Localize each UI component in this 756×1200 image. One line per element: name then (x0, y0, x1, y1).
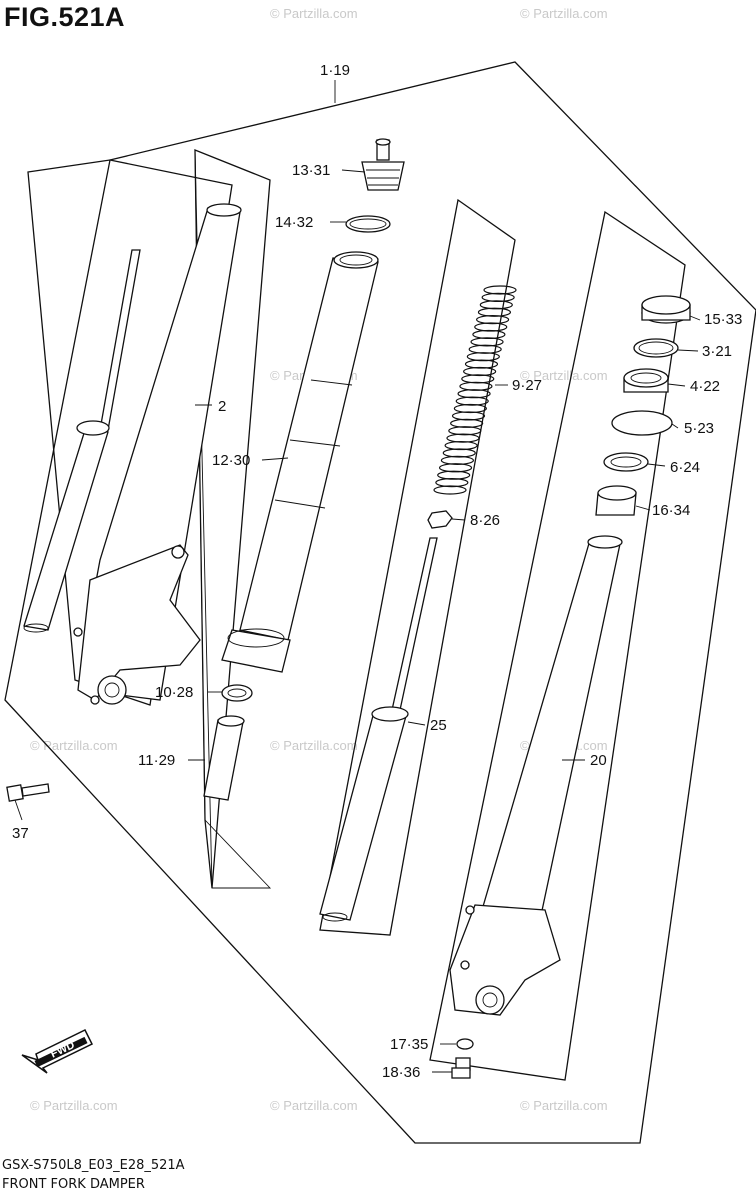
callout-1-19: 1·19 (320, 62, 350, 79)
callout-25: 25 (430, 717, 447, 734)
assembly-outline (4, 61, 756, 1144)
figure-code: GSX-S750L8_E03_E28_521A (2, 1158, 185, 1173)
callout-37: 37 (12, 825, 29, 842)
spring-coil (483, 285, 517, 295)
spring-coil (444, 440, 478, 451)
callout-10-28: 10·28 (155, 684, 193, 701)
part-11-bushing-tube (203, 715, 245, 801)
spring-coil (433, 485, 467, 495)
watermark-text: © Partzilla.com (520, 1098, 608, 1113)
callout-16-34: 16·34 (652, 502, 690, 519)
callout-17-35: 17·35 (390, 1036, 428, 1053)
spring-coil (470, 337, 504, 347)
left-leg-rod (23, 249, 141, 633)
spring-coil (450, 418, 484, 428)
watermark-text: © Partzilla.com (30, 738, 118, 753)
callout-20: 20 (590, 752, 607, 769)
part-13-top-cap (361, 138, 405, 191)
spring-coil (455, 396, 489, 406)
figure-title: FIG.521A (4, 2, 126, 32)
spring-coil (446, 433, 480, 443)
part-37-bolt (6, 783, 50, 802)
callout-13-31: 13·31 (292, 162, 330, 179)
part-25-rod-tube (319, 537, 438, 922)
spring-coil (442, 448, 476, 458)
part-10-washer (221, 684, 253, 702)
part-5-clip (611, 410, 673, 436)
part-16-bushing (595, 485, 637, 516)
leader-lines (14, 80, 701, 1073)
spring-coil (477, 307, 512, 317)
right-leg-outline (429, 210, 686, 1081)
callout-15-33: 15·33 (704, 311, 742, 328)
damper-cartridge-outline-edge (194, 149, 272, 889)
spring-coil (453, 403, 487, 414)
callout-8-26: 8·26 (470, 512, 500, 529)
callout-11-29: 11·29 (138, 752, 175, 769)
spring-coil (448, 426, 482, 436)
watermark-text: © Partzilla.com (30, 1098, 118, 1113)
part-2-outer-tube-left (73, 203, 242, 705)
spring-coil (459, 381, 493, 391)
callout-18-36: 18·36 (382, 1064, 420, 1081)
spring-coil (479, 300, 513, 310)
watermark-text: © Partzilla.com (270, 738, 358, 753)
watermark-text: © Partzilla.com (270, 6, 358, 21)
spring-coil (437, 470, 471, 480)
watermark-text: © Partzilla.com (520, 6, 608, 21)
spring-coil (468, 344, 502, 354)
part-14-o-ring (345, 215, 391, 233)
spring-coil (474, 322, 508, 332)
part-12-damper-tube (221, 251, 379, 673)
part-18-bolt (451, 1057, 471, 1079)
figure-name: FRONT FORK DAMPER (2, 1177, 145, 1192)
callout-3-21: 3·21 (702, 343, 732, 360)
callout-4-22: 4·22 (690, 378, 720, 395)
part-9-spring (433, 285, 517, 495)
callout-5-23: 5·23 (684, 420, 714, 437)
callout-2: 2 (218, 398, 226, 415)
spring-coil (475, 315, 510, 325)
callout-14-32: 14·32 (275, 214, 313, 231)
spring-coil (481, 292, 515, 303)
callout-6-24: 6·24 (670, 459, 700, 476)
callout-12-30: 12·30 (212, 452, 250, 469)
part-15-dust-seal (641, 295, 691, 324)
spring-coil (435, 477, 469, 488)
part-20-outer-tube-right (449, 535, 623, 1016)
spring-coil (472, 329, 506, 340)
spring-coil (451, 411, 486, 421)
spring-rod-outline (319, 198, 516, 936)
forward-arrow-icon: FWD (21, 1028, 94, 1074)
spring-coil (461, 374, 495, 384)
part-8-nut (427, 510, 453, 529)
spring-coil (438, 463, 473, 473)
part-6-washer (603, 452, 649, 472)
spring-coil (440, 455, 475, 465)
part-17-gasket (456, 1038, 474, 1050)
callout-9-27: 9·27 (512, 377, 542, 394)
watermark-text: © Partzilla.com (270, 1098, 358, 1113)
watermark-text: © Partzilla.com (520, 368, 608, 383)
spring-coil (457, 389, 491, 399)
part-4-oil-seal (623, 368, 669, 393)
